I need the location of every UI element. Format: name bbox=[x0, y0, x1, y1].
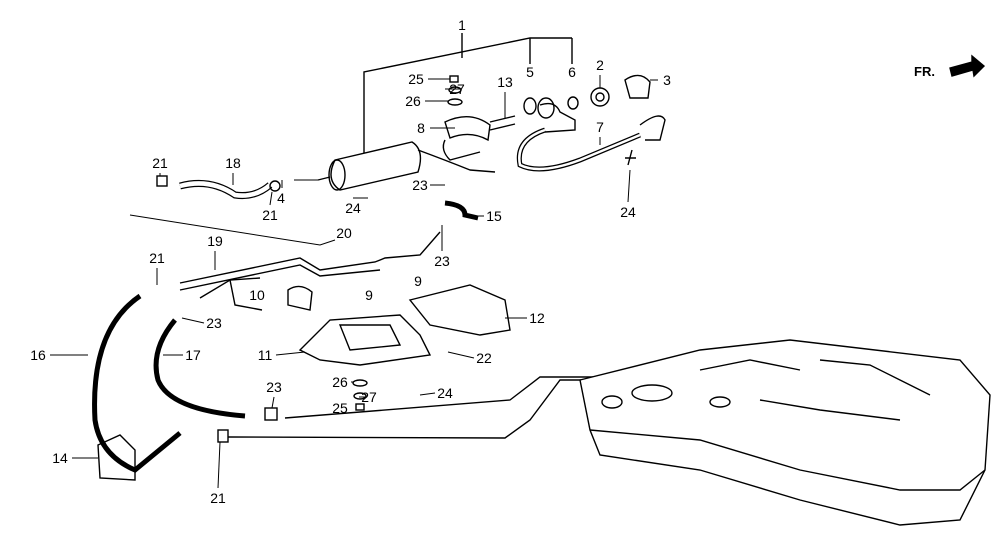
callout-14: 14 bbox=[52, 450, 68, 466]
front-direction-label: FR. bbox=[914, 64, 935, 79]
callout-7: 7 bbox=[596, 119, 604, 135]
callout-25: 25 bbox=[408, 71, 424, 87]
callout-12: 12 bbox=[529, 310, 545, 326]
callout-21: 21 bbox=[149, 250, 165, 266]
vapor-line-lower bbox=[227, 379, 600, 439]
callout-1: 1 bbox=[458, 17, 466, 33]
bracket-10 bbox=[287, 285, 313, 311]
callout-3: 3 bbox=[663, 72, 671, 88]
canister-bracket-11 bbox=[298, 314, 432, 366]
callout-24: 24 bbox=[345, 200, 361, 216]
callout-27: 27 bbox=[361, 389, 377, 405]
callout-18: 18 bbox=[225, 155, 241, 171]
callout-23: 23 bbox=[206, 315, 222, 331]
callout-26: 26 bbox=[405, 93, 421, 109]
callout-17: 17 bbox=[185, 347, 201, 363]
callout-6: 6 bbox=[568, 64, 576, 80]
callout-8: 8 bbox=[417, 120, 425, 136]
callout-9: 9 bbox=[414, 273, 422, 289]
callout-23: 23 bbox=[266, 379, 282, 395]
callout-2: 2 bbox=[596, 57, 604, 73]
callout-1-bracket bbox=[363, 33, 573, 160]
callout-24: 24 bbox=[620, 204, 636, 220]
fuel-tank bbox=[579, 339, 991, 526]
callout-11: 11 bbox=[257, 347, 273, 363]
callout-24: 24 bbox=[437, 385, 453, 401]
callout-19: 19 bbox=[207, 233, 223, 249]
callout-9: 9 bbox=[365, 287, 373, 303]
fuel-pipes-19 bbox=[179, 231, 441, 311]
callout-26: 26 bbox=[332, 374, 348, 390]
callout-13: 13 bbox=[497, 74, 513, 90]
fuel-gauge-unit-parts bbox=[523, 74, 651, 166]
callout-23: 23 bbox=[434, 253, 450, 269]
hose-17 bbox=[153, 318, 246, 419]
cover-12 bbox=[408, 284, 511, 336]
hose-15 bbox=[444, 200, 479, 221]
callout-10: 10 bbox=[249, 287, 265, 303]
hose-18 bbox=[156, 175, 281, 199]
callout-25: 25 bbox=[332, 400, 348, 416]
leader-lines bbox=[50, 75, 658, 489]
callout-23: 23 bbox=[412, 177, 428, 193]
callout-4: 4 bbox=[277, 190, 285, 206]
vapor-line-upper bbox=[284, 376, 620, 419]
pump-clamp bbox=[442, 115, 516, 161]
callout-27: 27 bbox=[449, 81, 465, 97]
hose-16 bbox=[92, 293, 182, 473]
fuel-pump bbox=[317, 141, 496, 191]
callout-21: 21 bbox=[210, 490, 226, 506]
callout-5: 5 bbox=[526, 64, 534, 80]
callout-20: 20 bbox=[336, 225, 352, 241]
callout-21: 21 bbox=[152, 155, 168, 171]
fuel-hose-7 bbox=[516, 102, 666, 172]
callout-15: 15 bbox=[486, 208, 502, 224]
callout-21: 21 bbox=[262, 207, 278, 223]
callout-22: 22 bbox=[476, 350, 492, 366]
bracket-14 bbox=[97, 434, 136, 481]
reference-line bbox=[129, 214, 336, 246]
callout-16: 16 bbox=[30, 347, 46, 363]
arrow-right-icon bbox=[949, 54, 986, 78]
